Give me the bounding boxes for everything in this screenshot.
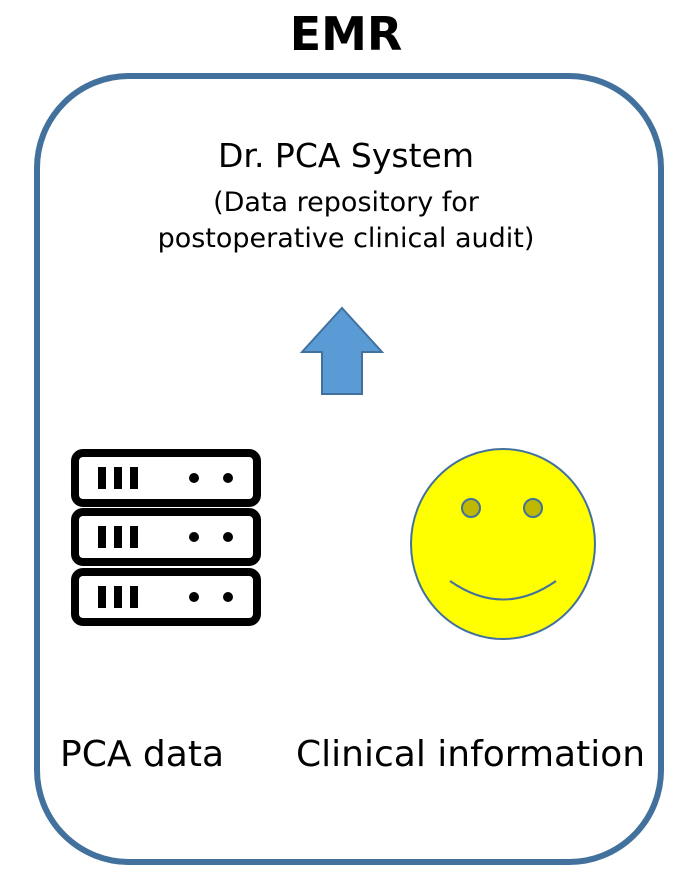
system-description-line-1: (Data repository for <box>213 187 479 218</box>
system-name: Dr. PCA System <box>218 136 474 175</box>
right-eye <box>523 498 543 518</box>
system-description: (Data repository for postoperative clini… <box>0 185 692 257</box>
face-outline <box>410 448 596 640</box>
up-arrow-icon <box>300 306 384 395</box>
clinical-information-label: Clinical information <box>296 734 646 775</box>
emr-frame <box>34 73 664 865</box>
pca-data-label: PCA data <box>60 734 225 775</box>
server-icon <box>71 449 261 626</box>
smiley-face-icon <box>410 448 596 640</box>
up-arrow-shape <box>300 306 384 395</box>
smile <box>449 580 557 601</box>
server-unit-3 <box>71 568 261 626</box>
left-eye <box>461 498 481 518</box>
server-unit-1 <box>71 449 261 507</box>
system-description-line-2: postoperative clinical audit) <box>157 223 535 254</box>
server-unit-2 <box>71 508 261 566</box>
diagram-title: EMR <box>289 7 403 61</box>
